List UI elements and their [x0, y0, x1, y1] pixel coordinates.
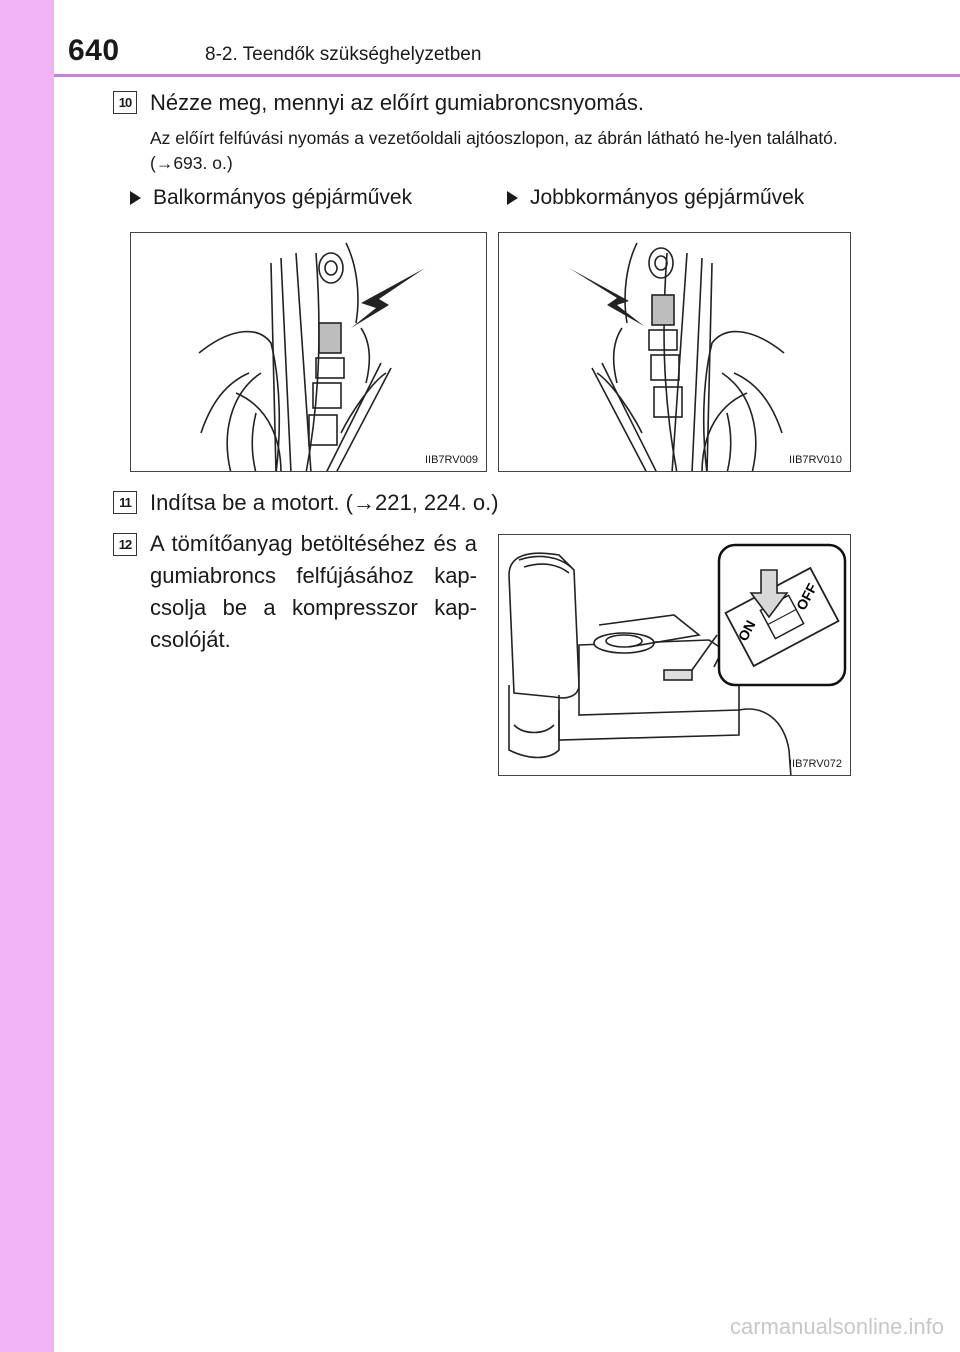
press-arrow-icon	[749, 569, 789, 619]
compressor-figure-code: IIB7RV072	[788, 758, 842, 770]
section-title: 8-2. Teendők szükséghelyzetben	[205, 44, 482, 65]
right-hand-drive-figure: IIB7RV010	[498, 232, 851, 472]
left-hand-drive-figure: IIB7RV009	[130, 232, 487, 472]
step-10-note: Az előírt felfúvási nyomás a vezetőoldal…	[150, 128, 838, 173]
step-badge-11: 11	[113, 491, 137, 514]
door-pillar-illustration	[198, 242, 425, 471]
step-10-title: Nézze meg, mennyi az előírt gumiabroncsn…	[150, 90, 644, 115]
left-heading-label: Balkormányos gépjárművek	[153, 186, 413, 209]
triangle-bullet-icon	[507, 191, 518, 205]
right-figure-code: IIB7RV010	[788, 454, 842, 466]
step-11-title: Indítsa be a motort. (→221, 224. o.)	[150, 490, 499, 515]
step-badge-10: 10	[113, 91, 137, 114]
compressor-figure: ON OFF IIB7RV072	[498, 534, 851, 776]
watermark: carmanualsonline.info	[729, 1314, 944, 1339]
triangle-bullet-icon	[130, 191, 141, 205]
right-heading-label: Jobbkormányos gépjárművek	[530, 186, 805, 209]
step-12-text: A tömítőanyag betöltéséhez és a gumiabro…	[150, 531, 477, 652]
left-column-heading: Balkormányos gépjárművek	[130, 186, 412, 210]
compressor-illustration: ON OFF	[508, 543, 847, 775]
page-number: 640	[68, 34, 120, 67]
right-column-heading: Jobbkormányos gépjárművek	[507, 186, 804, 210]
left-figure-code: IIB7RV009	[424, 454, 478, 466]
step-badge-12: 12	[113, 533, 137, 556]
header-rule	[54, 74, 960, 77]
page-sidebar-band	[0, 0, 54, 1352]
door-pillar-illustration	[569, 242, 785, 471]
